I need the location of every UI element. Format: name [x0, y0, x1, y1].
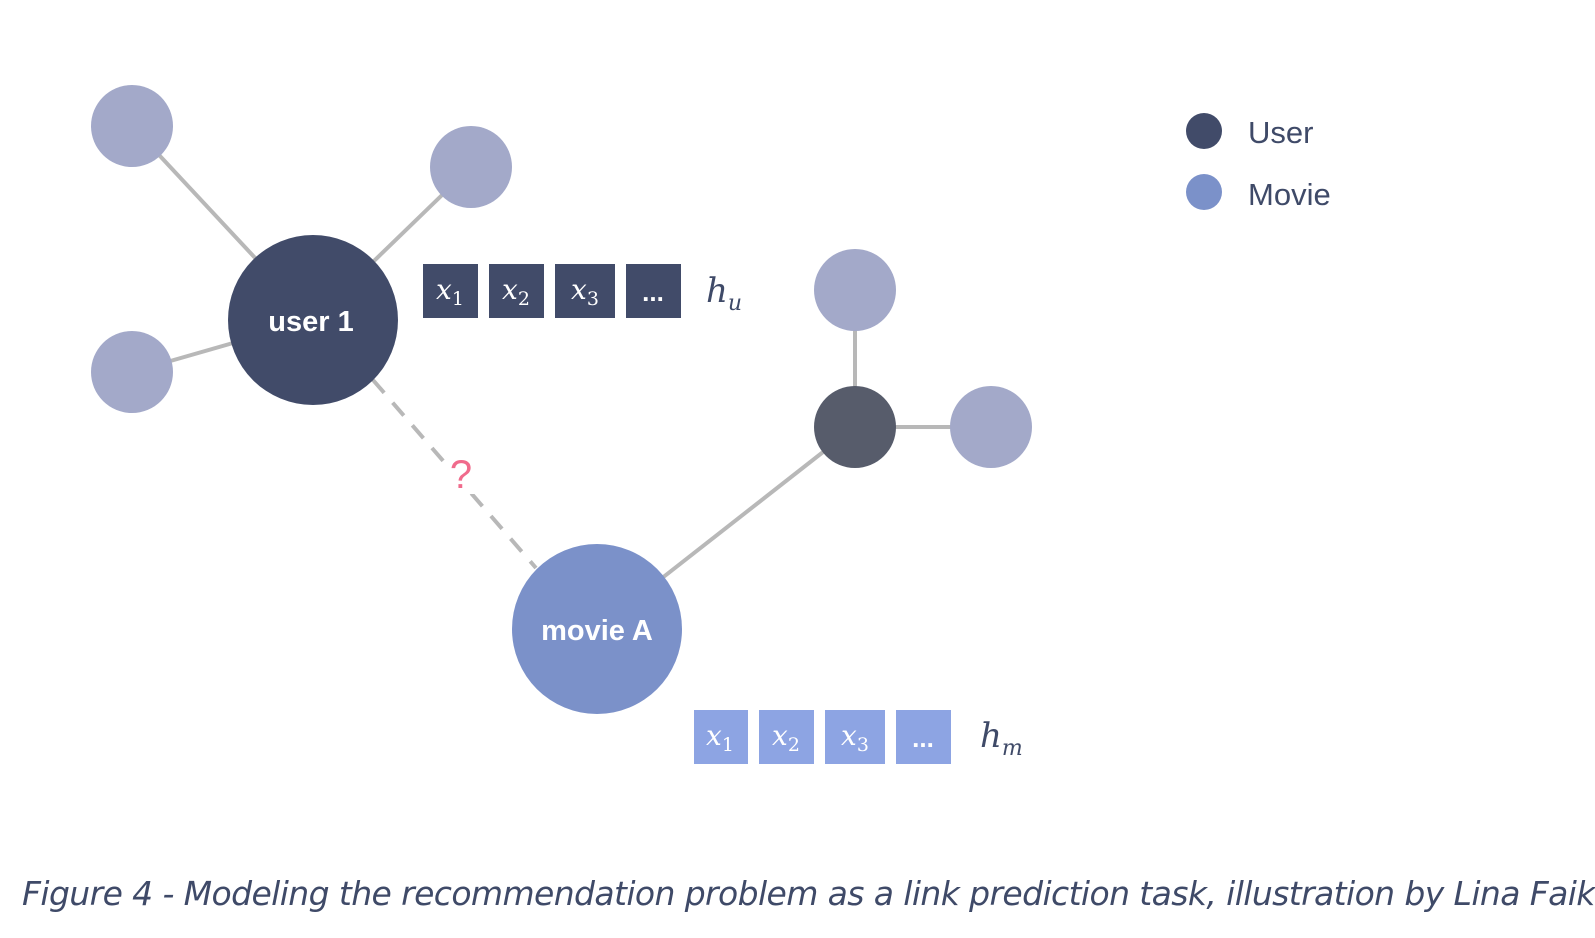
user-feature-cell-2 — [489, 264, 544, 318]
legend-movie-swatch — [1186, 174, 1222, 210]
movie-feature-cell-1-text: x1 — [706, 719, 734, 756]
movie-node: movie A — [512, 544, 682, 714]
user-embedding-label: hu — [706, 271, 742, 316]
user-feature-ellipsis-text: ... — [642, 277, 664, 307]
neighbor-node-left — [91, 331, 173, 413]
movie-feature-vector: x1 x2 x3 ... hm — [694, 710, 1023, 764]
question-mark-backdrop — [446, 452, 476, 494]
movie-feature-cell-2 — [759, 710, 814, 764]
user-feature-cell-1 — [423, 264, 478, 318]
neighbor-node-top — [814, 249, 896, 331]
movie-feature-cell-3-text: x3 — [841, 719, 869, 756]
user-node-label: user 1 — [268, 306, 353, 338]
neighbor-node-top-right — [430, 126, 512, 208]
legend-user-swatch — [1186, 113, 1222, 149]
movie-feature-cell-1 — [694, 710, 748, 764]
user-feature-cell-3 — [555, 264, 615, 318]
secondary-user-node — [814, 386, 896, 468]
movie-node-label: movie A — [541, 615, 653, 647]
legend: User Movie — [1186, 113, 1331, 212]
movie-feature-cell-3 — [825, 710, 885, 764]
question-mark: ? — [450, 453, 472, 497]
neighbor-node-top-left — [91, 85, 173, 167]
link-prediction-diagram: ? user 1 movie A x1 x2 x3 ... hu — [91, 85, 1331, 764]
movie-node-circle — [512, 544, 682, 714]
user-feature-cell-ellipsis — [626, 264, 681, 318]
movie-embedding-label: hm — [980, 716, 1023, 761]
user-node: user 1 — [228, 235, 398, 405]
user-feature-cell-2-text: x2 — [502, 273, 530, 310]
neighbor-node-right — [950, 386, 1032, 468]
movie-feature-ellipsis-text: ... — [912, 723, 934, 753]
movie-feature-cell-ellipsis — [896, 710, 951, 764]
legend-user-label: User — [1248, 115, 1313, 150]
user-feature-vector: x1 x2 x3 ... hu — [423, 264, 742, 318]
user-feature-cell-1-text: x1 — [436, 273, 464, 310]
user-feature-cell-3-text: x3 — [571, 273, 599, 310]
user-node-circle — [228, 235, 398, 405]
movie-feature-cell-2-text: x2 — [772, 719, 800, 756]
figure-caption: Figure 4 - Modeling the recommendation p… — [22, 874, 1595, 913]
legend-movie-label: Movie — [1248, 177, 1331, 212]
